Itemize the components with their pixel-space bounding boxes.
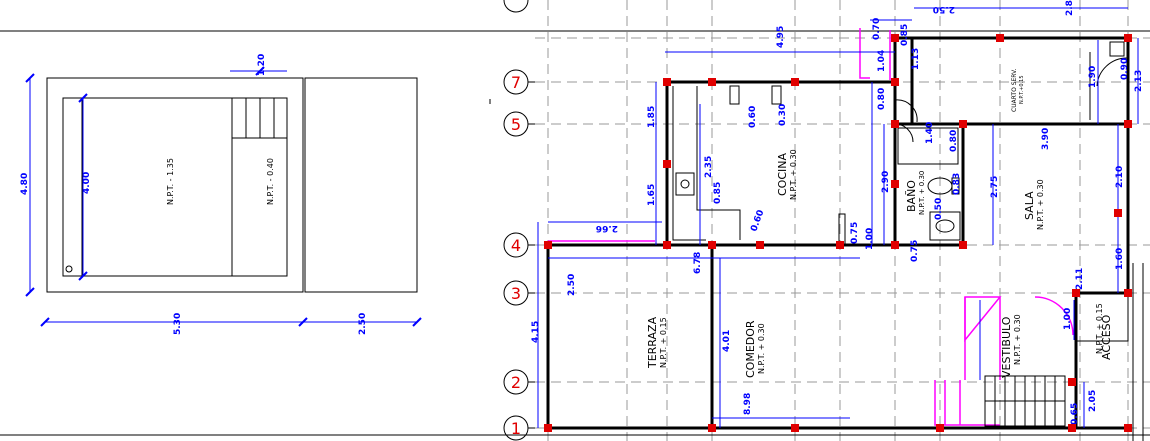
dim-2-50-b: 2.50 <box>567 274 577 296</box>
dim-0-80: 0.80 <box>877 88 887 110</box>
dim-0-70: 0.70 <box>872 18 882 40</box>
axis-label-3: 3 <box>511 284 521 303</box>
dim-top-a: 4.95 <box>776 26 786 48</box>
pool-level-step: N.P.T. - 0.40 <box>266 158 275 205</box>
dim-4-01: 4.01 <box>722 330 732 352</box>
dim-2-10: 2.10 <box>1115 166 1125 188</box>
dim-2-35: 2.35 <box>704 156 714 178</box>
dim-3-90: 3.90 <box>1041 128 1051 150</box>
dim-2-13: 2.13 <box>1134 70 1144 92</box>
kitchen-fixtures <box>672 85 846 245</box>
dim-0-85-b: 0.85 <box>713 182 723 204</box>
dim-2-90: 2.90 <box>881 171 891 193</box>
stair <box>984 375 1066 427</box>
dim-0-75-b: 0.75 <box>910 240 920 262</box>
pool-area: N.P.T. - 1.35 N.P.T. - 0.40 <box>46 77 418 293</box>
pool-dimensions: 4.80 4.00 1.20 5.30 2.50 <box>20 54 422 335</box>
room-acceso-level: N.P.T. + 0.15 <box>1095 303 1104 354</box>
room-sala-level: N.P.T. + 0.30 <box>1036 179 1045 230</box>
dim-pool-inner-height: 4.00 <box>82 172 92 194</box>
magenta-lines <box>548 28 1074 426</box>
bathroom-fixtures <box>894 99 961 241</box>
dim-1-85: 1.85 <box>647 106 657 128</box>
room-terraza-level: N.P.T. + 0.15 <box>659 317 668 368</box>
axis-label-4: 4 <box>511 236 521 255</box>
dim-0-85-a: 0.85 <box>900 24 910 46</box>
dim-top-b: 2.50 <box>933 4 955 14</box>
axis-label-1: 1 <box>511 419 521 438</box>
room-vestibulo-level: N.P.T. + 0.30 <box>1013 314 1022 365</box>
dim-0-65: 0.65 <box>1070 403 1080 425</box>
pool-level-deep: N.P.T. - 1.35 <box>166 158 175 205</box>
dim-0-50: 0.50 <box>934 198 944 220</box>
dim-1-00-a: 1.00 <box>865 228 875 250</box>
columns <box>544 34 1132 432</box>
dim-0-80-b: 0.80 <box>949 130 959 152</box>
dim-0-90: 0.90 <box>1120 58 1130 80</box>
house-dimension-lines <box>537 7 1139 428</box>
dim-0-75-a: 0.75 <box>850 222 860 244</box>
axis-label-7: 7 <box>511 73 521 92</box>
dim-pool-height: 4.80 <box>20 173 30 195</box>
dim-2-11: 2.11 <box>1075 268 1085 290</box>
dim-pool-width: 5.30 <box>173 313 183 335</box>
dim-1-60: 1.60 <box>1115 248 1125 270</box>
dim-0-83: 0.83 <box>952 173 962 195</box>
dim-1-00-b: 1.00 <box>1063 308 1073 330</box>
dim-2-66: 2.66 <box>596 223 618 233</box>
dim-1-40: 1.40 <box>925 122 935 144</box>
dim-0-30: 0.30 <box>778 104 788 126</box>
dim-0-60-a: 0.60 <box>748 106 758 128</box>
axis-label-2: 2 <box>511 373 521 392</box>
room-bano-name: BAÑO <box>905 180 918 212</box>
house-walls <box>546 36 1144 441</box>
room-cocina-level: N.P.T. + 0.30 <box>789 149 798 200</box>
room-acceso-name: ACCESO <box>1100 314 1113 360</box>
room-labels: COCINA N.P.T. + 0.30 BAÑO N.P.T. + 0.30 … <box>646 69 1113 378</box>
axis-markers: 7 5 4 3 2 1 <box>503 0 535 441</box>
room-terraza-name: TERRAZA <box>646 316 659 369</box>
dim-6-78: 6.78 <box>693 252 703 274</box>
dim-1-13: 1.13 <box>911 48 921 70</box>
room-vestibulo-name: VESTIBULO <box>1000 316 1013 378</box>
dim-pool-top: 1.20 <box>257 54 267 76</box>
room-comedor-level: N.P.T. + 0.30 <box>757 323 766 374</box>
room-cuarto-servicio-name: CUARTO SERV. <box>1011 69 1018 112</box>
room-sala-name: SALA <box>1023 191 1036 220</box>
dim-8-98: 8.98 <box>743 393 753 415</box>
dim-deck-width: 2.50 <box>358 313 368 335</box>
room-comedor-name: COMEDOR <box>744 320 757 378</box>
room-bano-level: N.P.T. + 0.30 <box>918 171 926 215</box>
dim-2-75: 2.75 <box>990 176 1000 198</box>
dim-1-90: 1.90 <box>1088 66 1098 88</box>
dim-top-c: 2.80 <box>1065 0 1075 16</box>
axis-label-5: 5 <box>511 115 521 134</box>
dim-0-60-b: 0.60 <box>749 209 766 233</box>
dim-1-04: 1.04 <box>877 50 887 72</box>
dimension-labels: 4.95 2.50 2.80 0.70 1.04 1.13 0.80 0.90 … <box>531 0 1144 425</box>
site-boundary <box>0 30 1150 436</box>
dim-4-15: 4.15 <box>531 321 541 343</box>
room-cuarto-servicio-level: N.P.T.+0.15 <box>1019 75 1025 104</box>
room-cocina-name: COCINA <box>776 153 789 196</box>
grid-lines <box>535 0 1150 441</box>
dim-2-05: 2.05 <box>1088 390 1098 412</box>
dim-1-65: 1.65 <box>647 184 657 206</box>
